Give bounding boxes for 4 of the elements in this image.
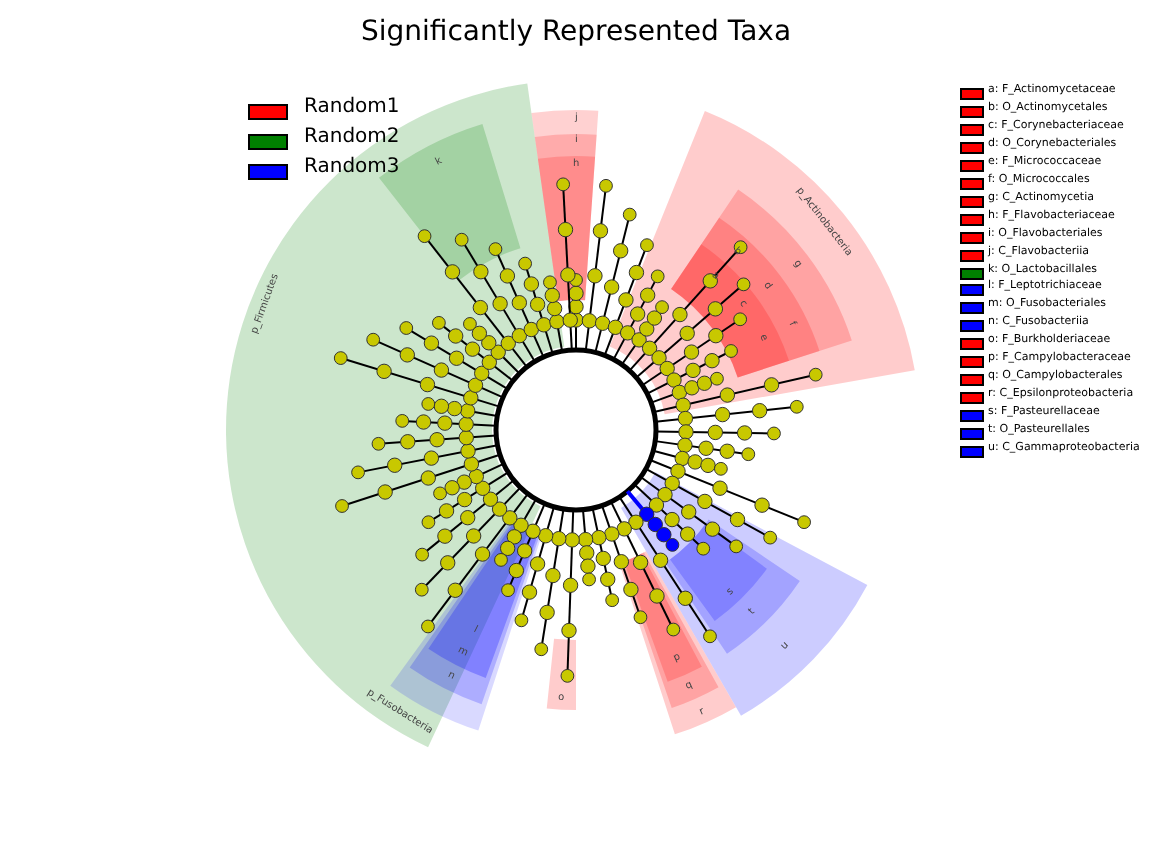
chart-title: Significantly Represented Taxa [358,16,794,48]
legend-label: Random1 [304,96,400,118]
legend-label: Random2 [304,126,400,148]
legend-label: Random3 [304,156,400,178]
